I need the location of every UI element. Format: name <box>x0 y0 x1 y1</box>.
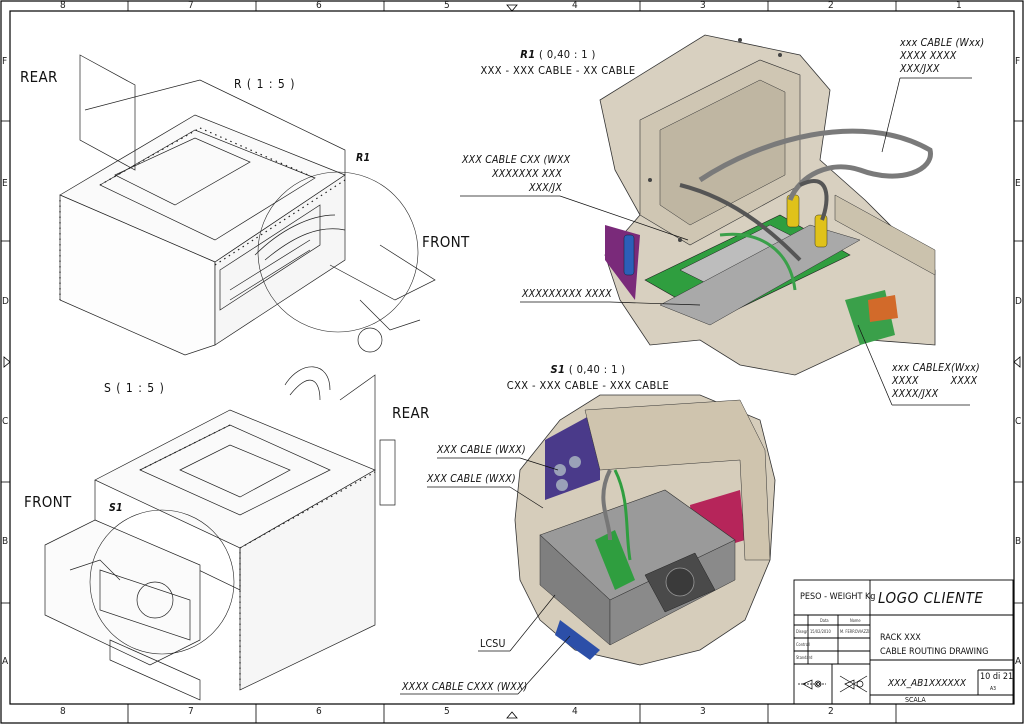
r1-callout-cable-top-line2: XXXX XXXX <box>900 50 957 62</box>
projection-symbols <box>798 675 868 693</box>
s1-callout-lcsu: LCSU <box>480 638 506 650</box>
zone-col-5-bottom: 5 <box>444 706 450 717</box>
r1-callout-cable-left-line3: XXX/JX <box>528 182 562 194</box>
title-block-size: A3 <box>990 686 996 692</box>
tb-row-1-date: 15/02/2010 <box>810 629 831 634</box>
zone-col-4: 4 <box>572 0 578 11</box>
title-block-scale: SCALA <box>905 696 926 704</box>
detail-s1-ref: S1 <box>550 363 566 376</box>
detail-r1-scale: ( 0,40 : 1 ) <box>539 48 596 61</box>
title-block-drawing-number: XXX_AB1XXXXXX <box>888 678 967 689</box>
r1-callout-cable-left-line1: XXX CABLE CXX (WXX <box>462 154 571 166</box>
detail-s1-title: S1 ( 0,40 : 1 ) <box>478 363 698 376</box>
detail-s1-drawing <box>514 394 776 666</box>
zone-row-d-right: D <box>1015 296 1022 307</box>
view-s-drawing <box>44 366 396 701</box>
zone-col-8: 8 <box>60 0 66 11</box>
r1-callout-cable-right: xxx CABLEX(Wxx) XXXX XXXX XXXX/JXX <box>892 362 980 401</box>
detail-r1-drawing <box>599 34 936 376</box>
view-s-rear-label: REAR <box>392 404 430 422</box>
detail-s1-scale: ( 0,40 : 1 ) <box>568 363 626 376</box>
zone-row-a-right: A <box>1015 656 1022 667</box>
s1-callout-cable-2: XXX CABLE (WXX) <box>427 473 516 485</box>
r1-callout-cable-left-line2: XXXXXXX XXX <box>492 168 562 180</box>
zone-col-3: 3 <box>700 0 706 11</box>
view-r-title: R ( 1 : 5 ) <box>234 77 296 91</box>
title-block-sheet: 10 di 21 <box>980 672 1014 682</box>
r1-callout-cable-top: xxx CABLE (Wxx) XXXX XXXX XXX/JXX <box>900 37 984 76</box>
s1-callout-cable-3: XXXX CABLE CXXX (WXX) <box>402 681 528 693</box>
tb-header-name: Nome <box>850 618 861 623</box>
zone-col-7: 7 <box>188 0 194 11</box>
r1-callout-board: XXXXXXXXX XXXX <box>522 288 612 300</box>
view-s-front-label: FRONT <box>24 493 72 511</box>
zone-col-6: 6 <box>316 0 322 11</box>
zone-row-d: D <box>2 296 9 307</box>
view-s-detail-mark: S1 <box>109 502 123 514</box>
r1-callout-cable-top-line3: XXX/JXX <box>900 63 940 75</box>
r1-callout-cable-right-line3: XXXX/JXX <box>892 388 939 400</box>
zone-col-8-bottom: 8 <box>60 706 66 717</box>
zone-row-a: A <box>2 656 9 667</box>
zone-col-2-bottom: 2 <box>828 706 834 717</box>
zone-col-6-bottom: 6 <box>316 706 322 717</box>
r1-callout-cable-right-line2: XXXX XXXX <box>892 375 978 387</box>
zone-col-4-bottom: 4 <box>572 706 578 717</box>
view-r-drawing <box>59 54 436 356</box>
tb-row-1-name: M. FERROVIAZZI <box>840 629 870 634</box>
r1-callout-cable-right-line1: xxx CABLEX(Wxx) <box>892 362 980 374</box>
title-block-desc-2: CABLE ROUTING DRAWING <box>880 647 989 657</box>
tb-row-1-role: Disegn <box>796 629 809 634</box>
view-s-title: S ( 1 : 5 ) <box>104 381 165 395</box>
zone-col-3-bottom: 3 <box>700 706 706 717</box>
zone-row-b: B <box>2 536 9 547</box>
zone-col-1: 1 <box>956 0 962 11</box>
detail-s1-subtitle: CXX - XXX CABLE - XXX CABLE <box>506 379 670 392</box>
view-r-rear-label: REAR <box>20 68 58 86</box>
zone-col-2: 2 <box>828 0 834 11</box>
zone-col-5: 5 <box>444 0 450 11</box>
r1-callout-cable-top-line1: xxx CABLE (Wxx) <box>900 37 985 49</box>
title-block-desc-1: RACK XXX <box>880 633 921 643</box>
zone-row-f-right: F <box>1015 56 1021 67</box>
r1-callout-cable-left: XXX CABLE CXX (WXX XXXXXXX XXX XXX/JX <box>462 153 571 195</box>
zone-row-e-right: E <box>1015 178 1021 189</box>
view-r-detail-mark: R1 <box>356 152 371 164</box>
tb-row-3-role: Standard <box>796 655 813 660</box>
detail-r1-subtitle: XXX - XXX CABLE - XX CABLE <box>480 64 636 77</box>
detail-r1-title: R1 ( 0,40 : 1 ) <box>448 48 668 61</box>
title-block-logo: LOGO CLIENTE <box>878 589 984 607</box>
zone-row-f: F <box>2 56 8 67</box>
detail-r1-ref: R1 <box>520 48 536 61</box>
zone-col-7-bottom: 7 <box>188 706 194 717</box>
title-block-weight: PESO - WEIGHT Kg <box>800 592 876 602</box>
tb-row-2-role: Controll <box>796 642 810 647</box>
zone-row-e: E <box>2 178 8 189</box>
zone-row-c: C <box>2 416 9 427</box>
title-block-frame <box>793 579 1014 705</box>
zone-row-b-right: B <box>1015 536 1022 547</box>
view-r-front-label: FRONT <box>422 233 470 251</box>
tb-header-date: Data <box>820 618 829 623</box>
s1-callout-cable-1: XXX CABLE (WXX) <box>437 444 526 456</box>
zone-row-c-right: C <box>1015 416 1022 427</box>
